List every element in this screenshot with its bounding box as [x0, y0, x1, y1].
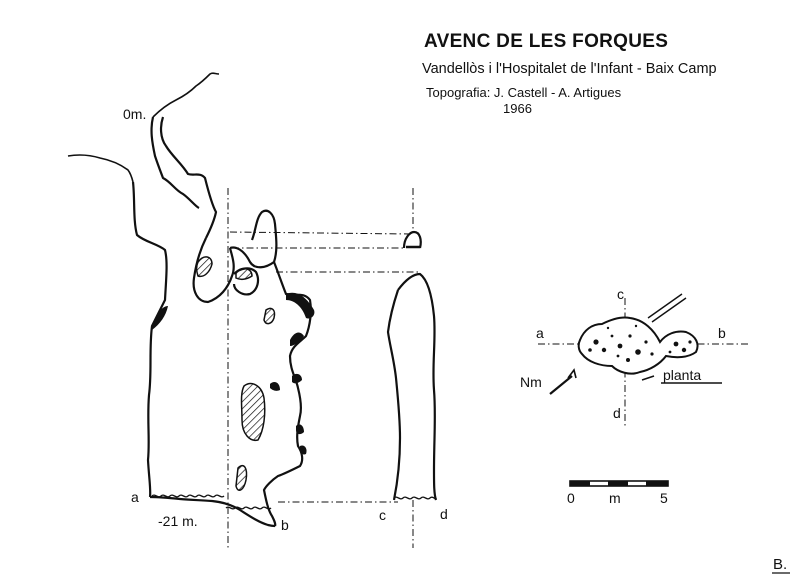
plan-view	[549, 293, 722, 395]
section-point-c: c	[379, 507, 386, 523]
section-cd-rubble	[393, 496, 437, 500]
scale-zero: 0	[567, 490, 575, 506]
section-point-b: b	[281, 517, 289, 533]
survey-year: 1966	[503, 101, 532, 116]
section-ab	[67, 72, 312, 528]
plan-point-a: a	[536, 325, 544, 341]
section-ab-ledges	[152, 292, 315, 455]
north-label: Nm	[520, 374, 542, 390]
survey-credits: Topografia: J. Castell - A. Artigues	[426, 85, 622, 100]
plan-label: planta	[663, 367, 702, 383]
section-point-d: d	[440, 506, 448, 522]
reference-lines	[227, 188, 748, 548]
plan-point-b: b	[718, 325, 726, 341]
section-ab-blocks	[195, 256, 276, 491]
section-ab-rubble	[151, 494, 272, 510]
survey-title: AVENC DE LES FORQUES	[424, 31, 669, 52]
scale-five: 5	[660, 490, 668, 506]
plan-point-c: c	[617, 286, 624, 302]
section-point-a: a	[131, 489, 139, 505]
bottom-depth-label: -21 m.	[158, 513, 198, 529]
plan-point-d: d	[613, 405, 621, 421]
author-signature: B.	[773, 556, 788, 573]
survey-location: Vandellòs i l'Hospitalet de l'Infant - B…	[422, 61, 717, 77]
section-cd	[386, 230, 438, 501]
scale-unit: m	[609, 490, 621, 506]
scale-bar	[569, 480, 669, 487]
entrance-depth-label: 0m.	[123, 106, 147, 122]
